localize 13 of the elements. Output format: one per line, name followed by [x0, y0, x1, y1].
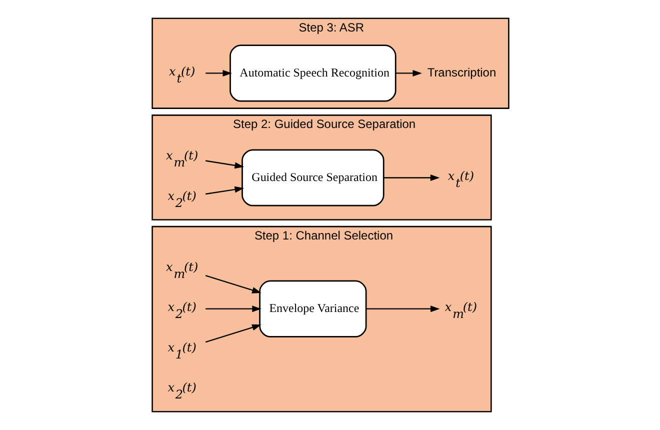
arrow	[366, 306, 440, 312]
arrow	[396, 70, 422, 76]
arrow	[205, 70, 232, 76]
arrow	[205, 160, 244, 169]
node-box: Guided Source Separation	[241, 149, 384, 206]
arrow	[204, 275, 261, 294]
node-box: Automatic Speech Recognition	[229, 44, 396, 102]
node-box: Envelope Variance	[258, 280, 366, 338]
arrow	[205, 306, 261, 312]
arrow	[204, 324, 261, 343]
arrow	[205, 186, 244, 195]
node-text: Transcription	[426, 65, 496, 80]
arrow	[383, 174, 440, 181]
